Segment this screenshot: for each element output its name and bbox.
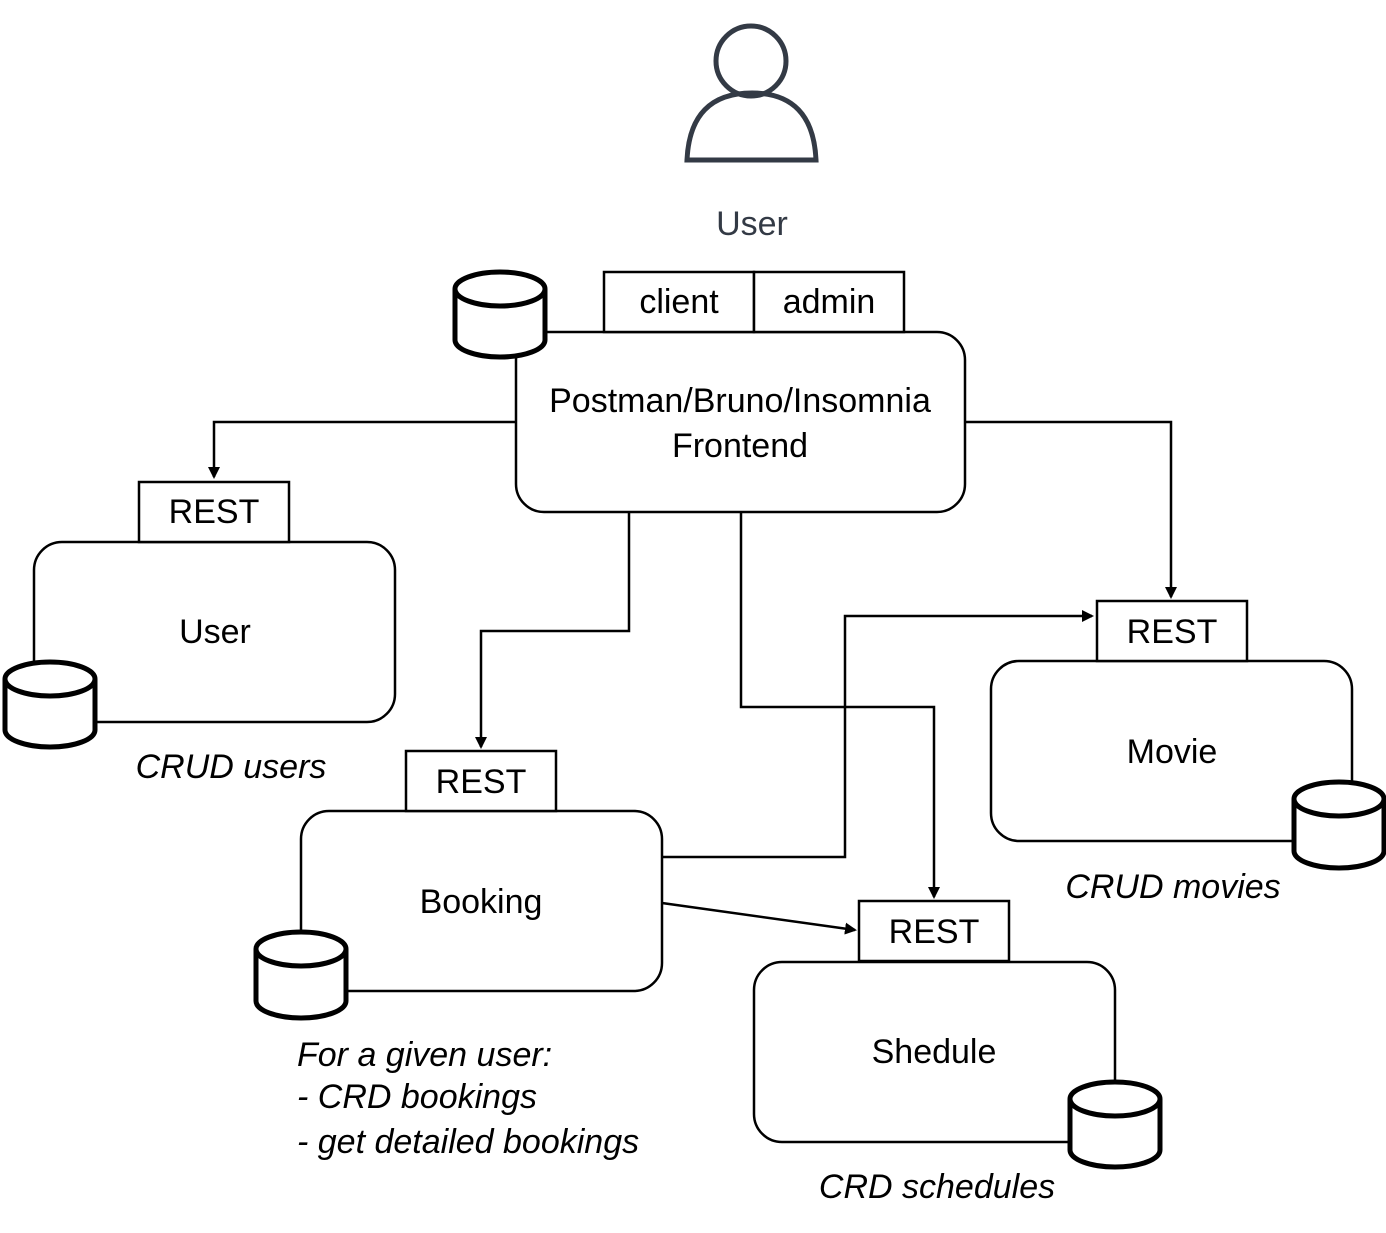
booking-service-note-line-3: - get detailed bookings [297,1123,639,1161]
edge-booking-to-movie [662,610,1094,859]
frontend-interface-admin [752,270,906,334]
movie-service-interface [1095,599,1249,663]
user-service-node: REST User CRUD users [2,480,397,786]
movie-service-label: Movie [1127,733,1218,771]
schedule-service-note: CRD schedules [819,1168,1055,1206]
booking-service-note-line-2: - CRD bookings [297,1078,537,1116]
booking-service-note-line-1: For a given user: [297,1036,552,1074]
edge-booking-to-schedule [661,901,857,935]
user-service-label: User [179,613,251,651]
user-actor-head-icon [713,23,789,99]
frontend-interface-client [602,270,756,334]
user-actor-body-icon [684,90,819,163]
schedule-service-label: Shedule [872,1033,997,1071]
booking-service-node: REST Booking For a given user: - CRD boo… [253,749,664,1161]
edge-frontend-to-movie [965,420,1177,599]
frontend-interface-client-label: client [639,283,719,321]
schedule-service-database-icon [1067,1079,1163,1170]
edge-frontend-to-user [208,420,516,479]
schedule-service-node: REST Shedule CRD schedules [752,899,1163,1206]
frontend-database-icon [452,269,548,360]
schedule-service-interface [857,899,1011,963]
frontend-interface-admin-label: admin [783,283,876,321]
booking-service-interface [404,749,558,813]
user-service-note: CRUD users [136,748,327,786]
user-service-interface [137,480,291,544]
schedule-service-interface-label: REST [889,913,980,951]
frontend-box [514,330,967,514]
user-actor-label: User [716,205,788,243]
edge-frontend-to-schedule [739,512,940,899]
booking-service-label: Booking [420,883,543,921]
edge-frontend-to-booking [475,512,631,749]
connections [208,420,1177,935]
movie-service-node: REST Movie CRUD movies [989,599,1386,906]
user-service-interface-label: REST [169,493,260,531]
frontend-title: Postman/Bruno/Insomnia [549,382,931,420]
booking-service-interface-label: REST [436,763,527,801]
movie-service-database-icon [1291,779,1386,871]
movie-service-note: CRUD movies [1065,868,1280,906]
user-actor: User [684,23,819,243]
frontend-subtitle: Frontend [672,427,808,465]
frontend-node: client admin Postman/Bruno/Insomnia Fron… [452,269,967,514]
user-service-database-icon [2,659,98,750]
booking-service-database-icon [253,929,349,1021]
movie-service-interface-label: REST [1127,613,1218,651]
